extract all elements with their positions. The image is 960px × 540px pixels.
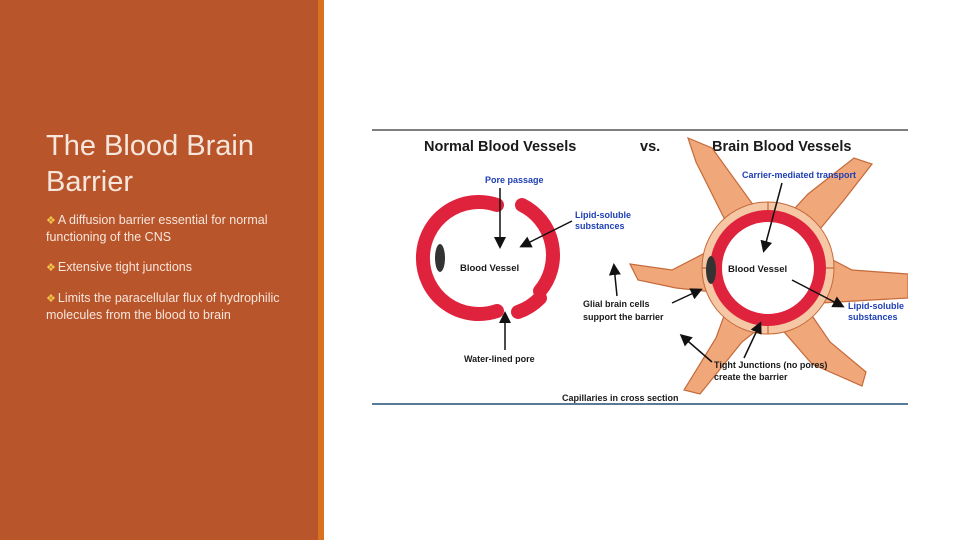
label-vessel-right: Blood Vessel xyxy=(728,264,787,275)
label-lipid-right-1: Lipid-soluble xyxy=(848,301,904,311)
bullet-text: Limits the paracellular flux of hydrophi… xyxy=(46,291,280,322)
arrow-glial-sheath xyxy=(671,288,703,304)
bullet-text: Extensive tight junctions xyxy=(57,260,192,274)
vessel-wall-right-lower xyxy=(511,291,547,319)
arrow-carrier xyxy=(760,182,783,253)
label-vessel-left: Blood Vessel xyxy=(460,263,519,274)
label-pore-passage: Pore passage xyxy=(485,175,544,185)
bbb-diagram: Normal Blood Vessels vs. Brain Blood Ves… xyxy=(372,128,908,408)
diamond-bullet-icon: ❖ xyxy=(46,262,56,274)
bullet-item: ❖A diffusion barrier essential for norma… xyxy=(46,212,308,245)
bullet-text: A diffusion barrier essential for normal… xyxy=(46,213,268,244)
normal-vessel xyxy=(415,195,560,321)
diagram-svg: Normal Blood Vessels vs. Brain Blood Ves… xyxy=(372,129,908,405)
label-caption: Capillaries in cross section xyxy=(562,393,679,403)
label-water-pore: Water-lined pore xyxy=(464,354,535,364)
accent-strip xyxy=(318,0,324,540)
heading-brain: Brain Blood Vessels xyxy=(712,139,851,155)
heading-vs: vs. xyxy=(640,139,660,155)
vessel-wall-left xyxy=(415,195,504,321)
label-carrier: Carrier-mediated transport xyxy=(742,170,856,180)
heading-normal: Normal Blood Vessels xyxy=(424,139,576,155)
bullet-item: ❖Limits the paracellular flux of hydroph… xyxy=(46,290,308,323)
vessel-wall-right-upper xyxy=(515,198,560,298)
arrow-tight-left xyxy=(679,334,713,363)
label-glial-1: Glial brain cells xyxy=(583,299,650,309)
endothelial-nucleus xyxy=(435,244,445,272)
diamond-bullet-icon: ❖ xyxy=(46,293,56,305)
bullet-list: ❖A diffusion barrier essential for norma… xyxy=(46,212,308,337)
slide-title: The Blood Brain Barrier xyxy=(46,130,254,198)
label-tight-2: create the barrier xyxy=(714,372,788,382)
label-tight-1: Tight Junctions (no pores) xyxy=(714,360,827,370)
label-lipid-left-2: substances xyxy=(575,221,625,231)
brain-vessel xyxy=(628,136,908,395)
arrow-tight-center xyxy=(743,321,762,359)
arrow-lipid-left xyxy=(519,220,573,248)
diamond-bullet-icon: ❖ xyxy=(46,215,56,227)
label-lipid-left-1: Lipid-soluble xyxy=(575,210,631,220)
bullet-item: ❖Extensive tight junctions xyxy=(46,259,308,276)
label-lipid-right-2: substances xyxy=(848,312,898,322)
arrow-lipid-right xyxy=(791,279,845,308)
endothelial-nucleus-brain xyxy=(706,256,716,284)
arrow-glial xyxy=(608,263,621,297)
vessel-wall-continuous xyxy=(710,210,826,326)
label-glial-2: support the barrier xyxy=(583,312,664,322)
title-panel xyxy=(0,0,318,540)
